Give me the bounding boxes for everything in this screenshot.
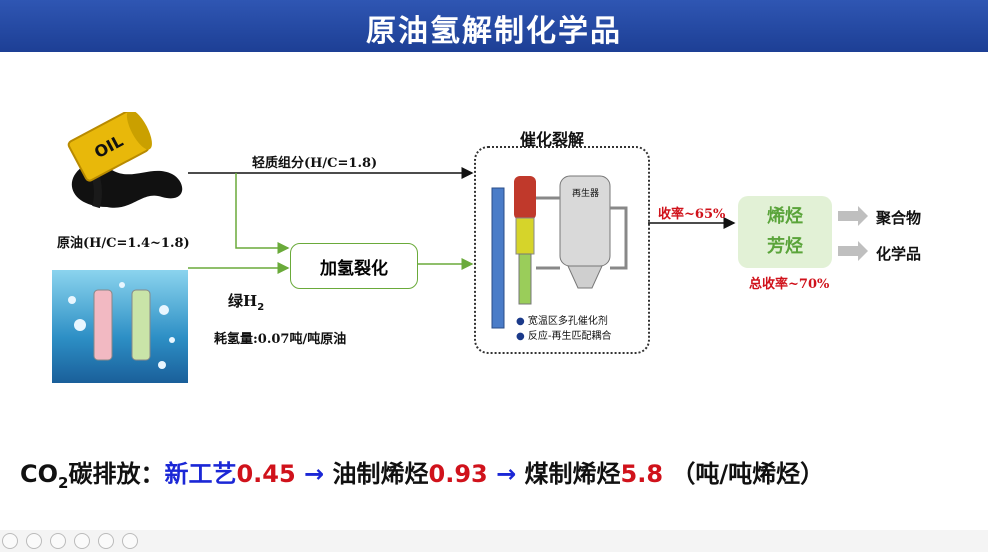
electrolyzer-image: [52, 270, 188, 383]
previous-icon[interactable]: [2, 533, 18, 549]
yield-label: 收率~65%: [658, 207, 726, 222]
next-icon[interactable]: [26, 533, 42, 549]
pen-icon[interactable]: [50, 533, 66, 549]
hydrocracking-label: 加氢裂化: [320, 258, 388, 279]
slides-icon[interactable]: [74, 533, 90, 549]
polymers-label: 聚合物: [876, 209, 922, 227]
zoom-icon[interactable]: [98, 533, 114, 549]
oil-olefin-value: 0.93: [428, 460, 488, 488]
h2-consumption-label: 耗氢量:0.07吨/吨原油: [214, 332, 347, 347]
to-polymers-arrow: [838, 206, 868, 226]
fcc-bullet-2: ● 反应-再生匹配耦合: [516, 331, 612, 342]
olefins-label: 烯烃: [767, 206, 803, 227]
regenerator-label: 再生器: [572, 187, 599, 199]
coal-olefin-value: 5.8: [620, 460, 664, 488]
hydrocracking-box: 加氢裂化: [290, 243, 418, 289]
to-chemicals-arrow: [838, 241, 868, 261]
fcc-bullet-1: ● 宽温区多孔催化剂: [516, 316, 608, 327]
unit-label: （吨/吨烯烃）: [671, 460, 825, 488]
total-yield-label: 总收率~70%: [749, 277, 830, 292]
more-options-icon[interactable]: [122, 533, 138, 549]
page-title: 原油氢解制化学品: [366, 14, 622, 49]
fcc-reactor-drawing: 再生器: [491, 175, 628, 329]
crude-oil-label: 原油(H/C=1.4~1.8): [57, 236, 190, 251]
light-fraction-label: 轻质组分(H/C=1.8): [252, 156, 378, 171]
green-h2-label: 绿H2: [228, 292, 265, 313]
oil-olefin-label: 油制烯烃: [332, 460, 429, 488]
slideshow-toolbar: [0, 530, 988, 552]
crude-oil-image: OIL: [67, 112, 183, 209]
new-process-value: 0.45: [236, 460, 296, 488]
new-process-label: 新工艺: [164, 460, 237, 488]
crude-to-hydrocracking-arrow: [235, 173, 290, 254]
catalytic-cracking-title: 催化裂解: [520, 130, 585, 149]
coal-olefin-label: 煤制烯烃: [524, 460, 621, 488]
chemicals-label: 化学品: [876, 245, 922, 263]
catalytic-cracking-frame: 再生器 ● 宽温区多孔催化剂 ● 反应-再生匹配耦合: [474, 146, 650, 354]
co2-emission-line: CO2碳排放：新工艺0.45 → 油制烯烃0.93 → 煤制烯烃5.8 （吨/吨…: [20, 460, 825, 492]
aromatics-label: 芳烃: [767, 236, 803, 257]
products-box: 烯烃 芳烃: [738, 196, 832, 268]
title-bar: 原油氢解制化学品: [0, 0, 988, 52]
